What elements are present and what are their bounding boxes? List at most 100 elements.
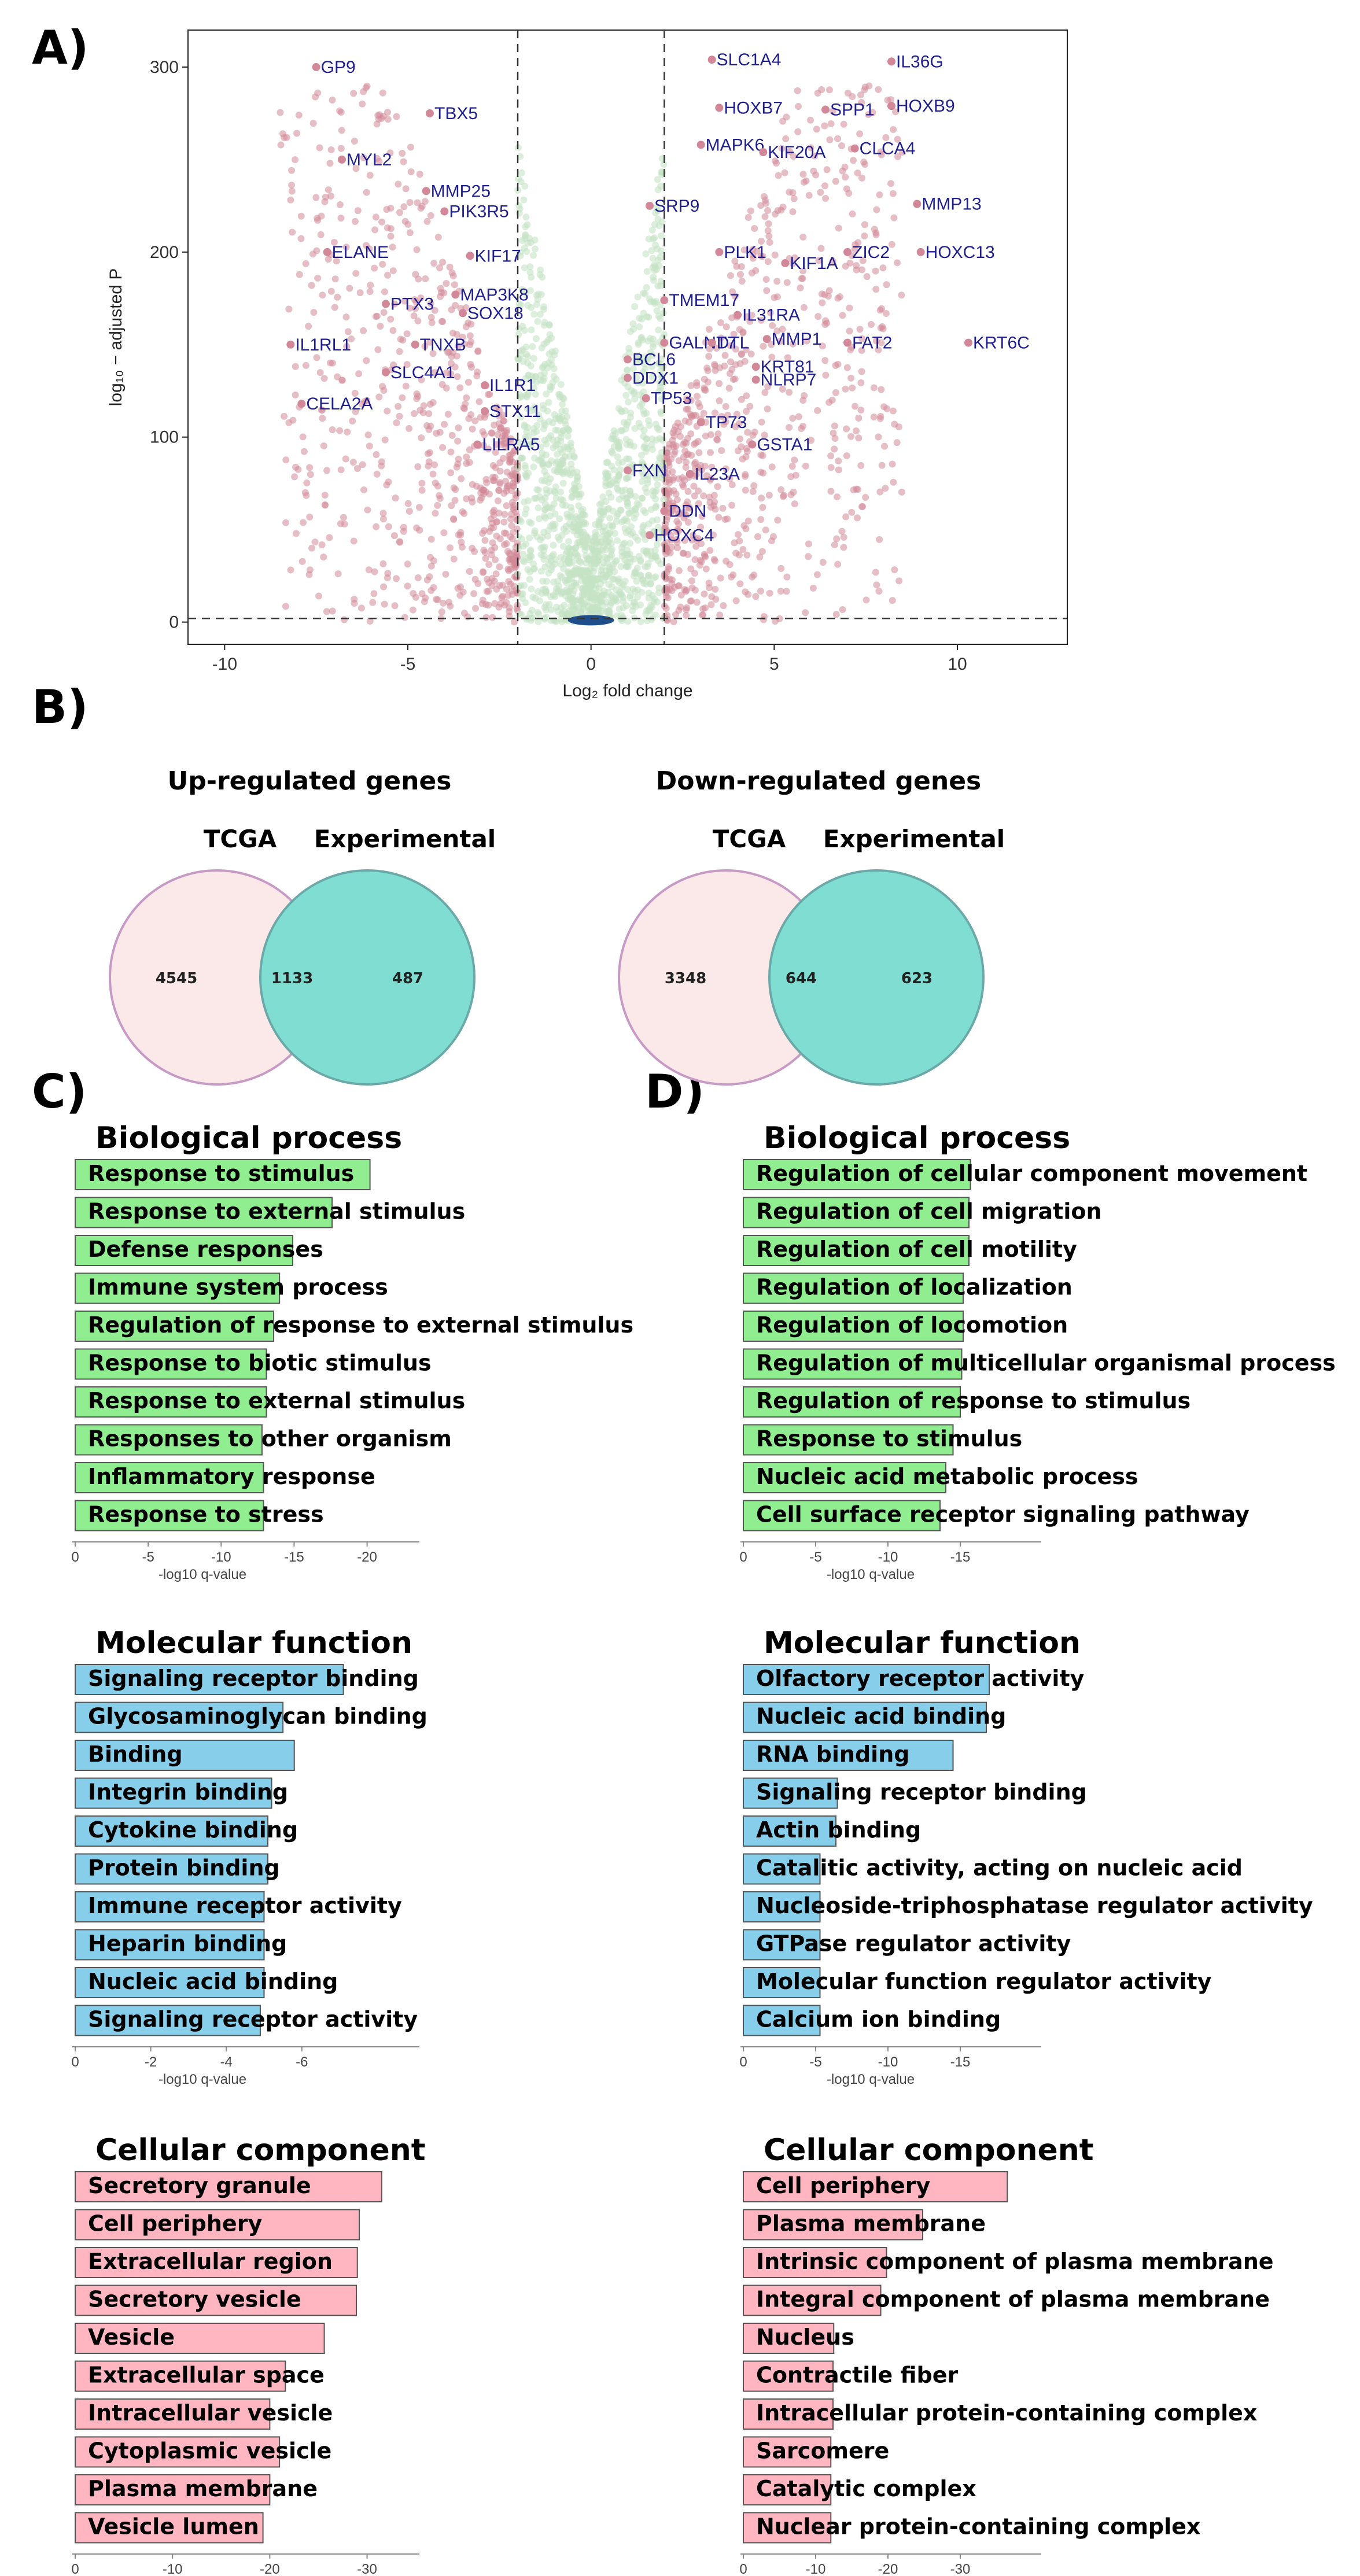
background-point (572, 544, 580, 552)
background-point (617, 591, 625, 599)
background-point (701, 375, 708, 383)
background-point (637, 558, 644, 565)
background-point (760, 193, 768, 200)
background-point (696, 562, 704, 569)
background-point (799, 267, 807, 275)
background-point (330, 238, 338, 246)
gene-label: TBX5 (434, 104, 478, 123)
background-point (485, 561, 493, 569)
background-point (677, 591, 685, 599)
background-point (395, 403, 402, 410)
go-term-label: Regulation of cell migration (756, 1199, 1102, 1224)
background-point (813, 571, 821, 578)
background-point (833, 535, 841, 542)
background-point (807, 116, 814, 124)
background-point (387, 232, 395, 240)
labeled-point (411, 340, 419, 349)
background-point (331, 304, 338, 311)
labeled-point (707, 338, 716, 347)
background-point (493, 518, 501, 525)
x-tick-label: 5 (769, 655, 779, 674)
background-point (702, 386, 709, 394)
gene-label: MMP1 (772, 330, 822, 349)
background-point (652, 209, 659, 216)
background-point (732, 549, 740, 557)
background-point (488, 429, 495, 437)
background-point (675, 582, 682, 590)
background-point (437, 293, 444, 300)
background-point (455, 424, 462, 431)
background-point (847, 374, 855, 382)
background-point (316, 144, 323, 152)
background-point (561, 453, 569, 460)
background-point (658, 373, 665, 381)
go-bar (743, 2323, 835, 2354)
go-bar (743, 1740, 954, 1771)
labeled-point (481, 381, 489, 390)
background-point (354, 465, 362, 473)
background-point (458, 538, 465, 546)
background-point (715, 514, 723, 521)
background-point (761, 213, 769, 220)
background-point (413, 524, 421, 532)
background-point (288, 167, 296, 174)
background-point (504, 565, 512, 573)
background-point (406, 425, 413, 432)
background-point (506, 452, 513, 459)
gene-label: FXN (632, 461, 667, 480)
background-point (463, 495, 470, 503)
background-point (757, 468, 765, 476)
background-point (677, 603, 684, 611)
background-point (521, 582, 528, 589)
background-point (360, 486, 368, 494)
background-point (559, 479, 567, 487)
background-point (401, 614, 408, 621)
background-point (684, 488, 692, 495)
background-point (684, 498, 691, 505)
background-point (608, 448, 615, 455)
background-point (314, 217, 322, 224)
background-point (665, 462, 673, 470)
background-point (537, 567, 545, 575)
background-point (691, 556, 699, 563)
background-point (546, 488, 554, 495)
go-term-label: Sarcomere (756, 2438, 889, 2464)
background-point (787, 473, 795, 481)
background-point (539, 274, 546, 281)
background-point (431, 461, 438, 468)
background-point (736, 326, 743, 333)
background-point (527, 547, 535, 554)
background-point (829, 108, 836, 115)
background-point (547, 606, 555, 614)
background-point (381, 288, 388, 296)
background-point (878, 151, 885, 158)
gene-label: CELA2A (306, 394, 373, 414)
background-point (502, 530, 510, 537)
background-point (614, 537, 621, 544)
background-point (771, 211, 779, 218)
background-point (890, 126, 897, 134)
background-point (656, 435, 664, 442)
background-point (875, 86, 882, 93)
background-point (526, 268, 534, 276)
background-point (349, 459, 357, 466)
background-point (374, 346, 382, 353)
go-x-axis-label: -log10 q-value (159, 2072, 246, 2087)
background-point (802, 462, 809, 470)
background-point (831, 435, 839, 442)
background-point (392, 494, 399, 502)
background-point (562, 559, 570, 567)
background-point (799, 171, 807, 178)
background-point (846, 327, 853, 335)
go-group-title: Cellular component (764, 2133, 1094, 2168)
background-point (811, 152, 819, 160)
background-point (541, 468, 548, 475)
background-point (333, 373, 341, 381)
background-point (827, 464, 835, 471)
background-point (879, 264, 887, 272)
background-point (758, 494, 765, 502)
background-point (757, 316, 765, 324)
go-bar (743, 2209, 923, 2241)
go-term-label: Secretory granule (88, 2173, 311, 2198)
background-point (607, 548, 615, 555)
